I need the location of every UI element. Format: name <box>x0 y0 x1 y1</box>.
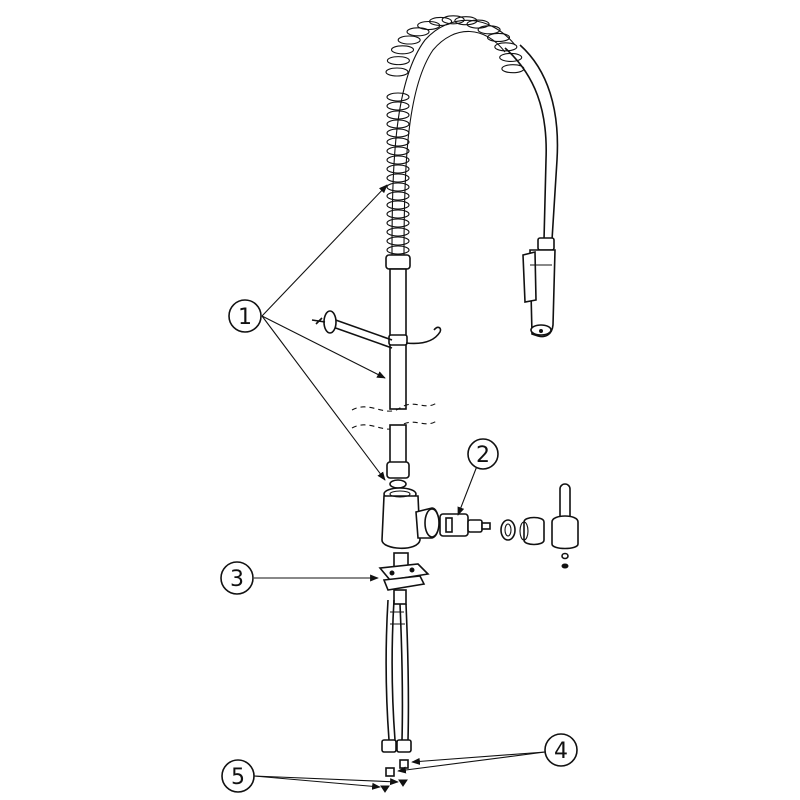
coil-loop <box>386 191 410 201</box>
riser-tube <box>351 254 439 489</box>
coil-loop <box>386 200 410 210</box>
coil-spring <box>385 15 525 256</box>
coil-loop <box>386 119 410 129</box>
coil-loop <box>386 101 410 111</box>
leader-lines <box>253 184 546 790</box>
callout-5: 5 <box>221 759 255 793</box>
spray-hose <box>504 44 559 241</box>
spray-head <box>522 237 556 338</box>
coil-loop <box>386 182 410 192</box>
coil-loop <box>466 19 490 29</box>
cartridge <box>439 513 545 546</box>
coil-loop <box>386 164 410 174</box>
callout-4-label: 4 <box>554 739 568 764</box>
coil-loop <box>386 209 410 219</box>
coil-loop <box>499 52 523 62</box>
coil-loop <box>441 15 465 25</box>
coil-loop <box>386 236 410 246</box>
coil-loop <box>386 155 410 165</box>
coil-loop <box>454 16 478 26</box>
callout-1: 1 <box>228 299 262 333</box>
coil-loop <box>386 227 410 237</box>
coil-loop <box>386 128 410 138</box>
faucet-body <box>381 487 440 550</box>
callout-1-label: 1 <box>238 305 252 330</box>
coil-loop <box>429 16 453 26</box>
lever-handle <box>551 483 579 569</box>
flex-hoses <box>381 599 412 753</box>
coil-loop <box>386 218 410 228</box>
callout-4: 4 <box>544 733 578 767</box>
coil-loop <box>386 92 410 102</box>
callout-3-label: 3 <box>230 567 244 592</box>
coil-loop <box>397 35 421 45</box>
coil-loop <box>406 27 430 37</box>
screws <box>380 779 408 793</box>
coil-loop <box>385 67 409 77</box>
coil-loop <box>386 173 410 183</box>
coil-loop <box>386 137 410 147</box>
filters <box>385 759 409 777</box>
wall-bracket <box>311 310 442 349</box>
coil-loop <box>477 25 501 35</box>
callout-2: 2 <box>467 438 499 470</box>
coil-loop <box>386 245 410 255</box>
callout-2-label: 2 <box>476 443 490 468</box>
coil-loop <box>486 32 511 43</box>
mounting-kit <box>378 552 430 605</box>
coil-loop <box>386 110 410 120</box>
callout-3: 3 <box>220 561 254 595</box>
callout-5-label: 5 <box>231 765 245 790</box>
coil-loop <box>494 42 518 52</box>
coil-loop <box>390 45 415 55</box>
coil-loop <box>386 146 410 156</box>
coil-loop <box>386 56 410 66</box>
